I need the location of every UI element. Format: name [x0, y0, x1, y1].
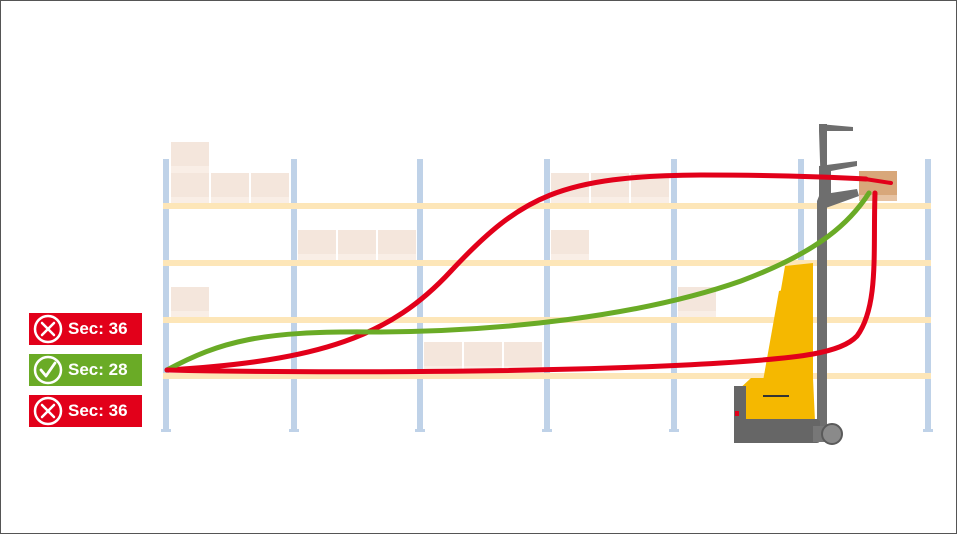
pallet-box [251, 173, 289, 203]
load-pallet [859, 195, 897, 201]
rack-upright [417, 159, 423, 431]
forklift-mast-top [819, 124, 853, 131]
pallet-box [211, 173, 249, 203]
rack-upright [291, 159, 297, 431]
route-fail-upper [164, 172, 869, 373]
rack-beam [163, 260, 931, 266]
pallet-box [171, 287, 209, 317]
pallet-box [171, 173, 209, 203]
pallet-box [171, 142, 209, 173]
forklift-wheel [821, 423, 843, 445]
rack-feet [161, 429, 933, 432]
rack-beam [163, 373, 931, 379]
cross-icon [33, 314, 63, 344]
forklift-light [735, 411, 739, 416]
forklift-base [734, 386, 746, 443]
forklift-body [735, 378, 815, 425]
pallet-box [464, 342, 502, 372]
route-end-connector [863, 177, 893, 185]
route-fail-lower [164, 190, 878, 375]
check-icon [33, 355, 63, 385]
pallet-box [424, 342, 462, 372]
rack-upright [671, 159, 677, 431]
badge-time-label: Sec: 36 [68, 319, 128, 338]
pallet-box [338, 230, 376, 260]
rack-upright [163, 159, 169, 431]
badge-time-label: Sec: 36 [68, 401, 128, 420]
forklift-chassis [734, 419, 820, 443]
rack-upright [925, 159, 931, 431]
badge-time-label: Sec: 28 [68, 360, 128, 379]
forklift-carriage [819, 161, 859, 209]
rack-beam [163, 203, 931, 209]
cross-icon [33, 396, 63, 426]
badge-route-pass: Sec: 28 [29, 354, 142, 386]
routes [164, 172, 893, 375]
badge-route-fail-upper: Sec: 36 [29, 313, 142, 345]
forklift-brand-stripe [763, 395, 789, 397]
pallet-boxes [171, 142, 716, 372]
pallet-box [378, 230, 416, 260]
pallet-box [298, 230, 336, 260]
rack-upright [544, 159, 550, 431]
pallet-box [551, 230, 589, 260]
badge-route-fail-lower: Sec: 36 [29, 395, 142, 427]
route-pass [164, 190, 872, 373]
